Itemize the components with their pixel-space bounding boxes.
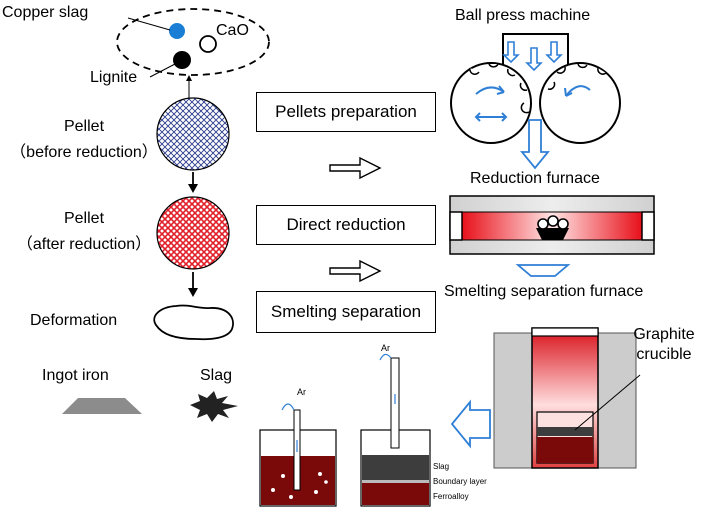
pellet-before-reduction [156, 97, 230, 171]
reduction-to-smelting-arrow [515, 264, 571, 277]
layer-slag-label: Slag [433, 462, 450, 471]
arrow-down-2 [188, 288, 198, 297]
ingot-iron-label: Ingot iron [42, 367, 109, 384]
raw-material-ellipse [116, 8, 270, 76]
flow-arrow-2 [329, 259, 382, 283]
press-roller-right [539, 62, 621, 144]
crucible-label: crucible [636, 346, 692, 363]
pellet-after-sublabel: （after reduction） [16, 236, 152, 253]
deformation-label: Deformation [30, 312, 118, 329]
graphite-label: Graphite [633, 326, 695, 343]
ingot-iron-shape [62, 398, 142, 414]
step-pellets-preparation-text: Pellets preparation [275, 102, 417, 121]
layer-boundary-label: Boundary layer [433, 477, 487, 486]
bubbles [271, 472, 328, 499]
reduction-furnace-label: Reduction furnace [470, 170, 600, 187]
roller-pockets [469, 63, 607, 114]
arrow-down-1 [188, 184, 198, 193]
reduction-boat [536, 228, 569, 240]
flow-arrow-1 [329, 156, 382, 180]
crucible-leader [574, 374, 641, 431]
deformed-pellet [153, 304, 234, 341]
ball-press-hopper [502, 33, 569, 74]
hopper-feed-arrows [502, 41, 563, 72]
pellet-before-label: Pellet [63, 118, 105, 135]
layer-ferroalloy-label: Ferroalloy [433, 492, 469, 501]
lignite-leader [149, 63, 176, 78]
pellet-after-label: Pellet [63, 210, 105, 227]
pellet-after-reduction [156, 196, 230, 270]
copper-slag-label: Copper slag [2, 4, 89, 21]
cao-particle [199, 35, 217, 53]
lignite-label: Lignite [90, 69, 138, 86]
lignite-particle [173, 51, 191, 69]
slag-shape [190, 391, 238, 422]
layer-slag-band [362, 455, 429, 480]
step-smelting-separation-text: Smelting separation [270, 302, 422, 321]
step-smelting-separation: Smelting separation [256, 291, 436, 333]
press-output-arrow [520, 119, 550, 170]
smelting-furnace-wall-left [493, 332, 533, 469]
step-direct-reduction-text: Direct reduction [286, 215, 406, 234]
layer-ferroalloy-band [362, 483, 429, 505]
pellet-before-sublabel: （before reduction） [10, 144, 158, 161]
ar-label-left: Ar [297, 387, 306, 397]
copper-slag-leader [127, 17, 171, 31]
smelting-to-crucible-arrow [450, 399, 491, 449]
ball-press-label: Ball press machine [455, 7, 591, 24]
smelting-furnace-label: Smelting separation furnace [444, 283, 644, 300]
press-roller-left [450, 62, 532, 144]
copper-slag-particle [169, 23, 185, 39]
slag-label: Slag [200, 367, 233, 384]
pellets-in-boat [537, 218, 549, 230]
step-direct-reduction: Direct reduction [256, 205, 436, 245]
roller-right-rotation-arrow [565, 85, 591, 97]
step-pellets-preparation: Pellets preparation [256, 92, 436, 132]
cao-label: CaO [216, 22, 249, 39]
ar-label-right: Ar [381, 343, 390, 353]
